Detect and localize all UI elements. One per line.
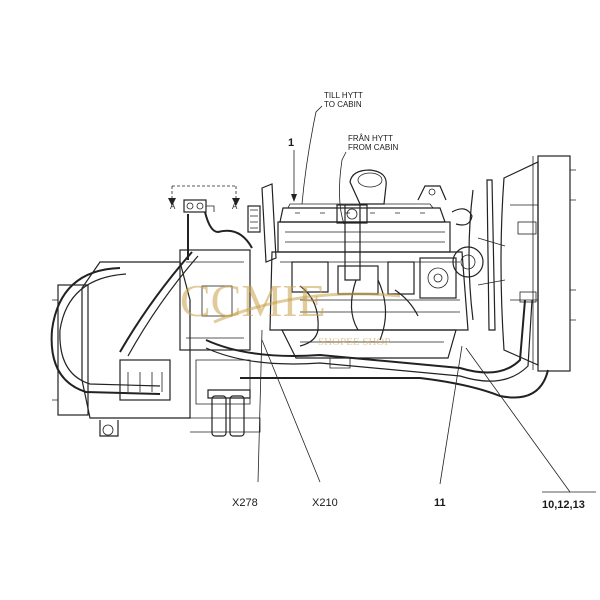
label-fran-hytt: FRÅN HYTT	[348, 134, 393, 143]
label-to-cabin: TO CABIN	[324, 100, 362, 109]
view-marker-a-right: A	[232, 202, 238, 211]
label-from-cabin: FROM CABIN	[348, 143, 398, 152]
radiator	[500, 155, 576, 372]
label-till-hytt: TILL HYTT	[324, 91, 363, 100]
callout-1: 1	[288, 137, 294, 149]
leader-lines	[257, 105, 596, 493]
callout-x210: X210	[312, 497, 338, 509]
watermark: CCMIE SHOPEE SHOP	[180, 275, 401, 348]
watermark-text: CCMIE	[180, 275, 326, 326]
heater-valves	[168, 185, 240, 213]
callout-10-12-13: 10,12,13	[542, 499, 585, 511]
fuel-filters	[207, 389, 251, 437]
hoses	[50, 211, 549, 399]
fan-pulley	[452, 179, 506, 331]
watermark-subtext: SHOPEE SHOP	[318, 336, 390, 348]
air-intake	[247, 183, 277, 263]
view-marker-a-left: A	[170, 202, 176, 211]
turbocharger	[336, 169, 473, 281]
callout-x278: X278	[232, 497, 258, 509]
callout-11: 11	[434, 497, 446, 509]
gearbox	[52, 249, 261, 437]
